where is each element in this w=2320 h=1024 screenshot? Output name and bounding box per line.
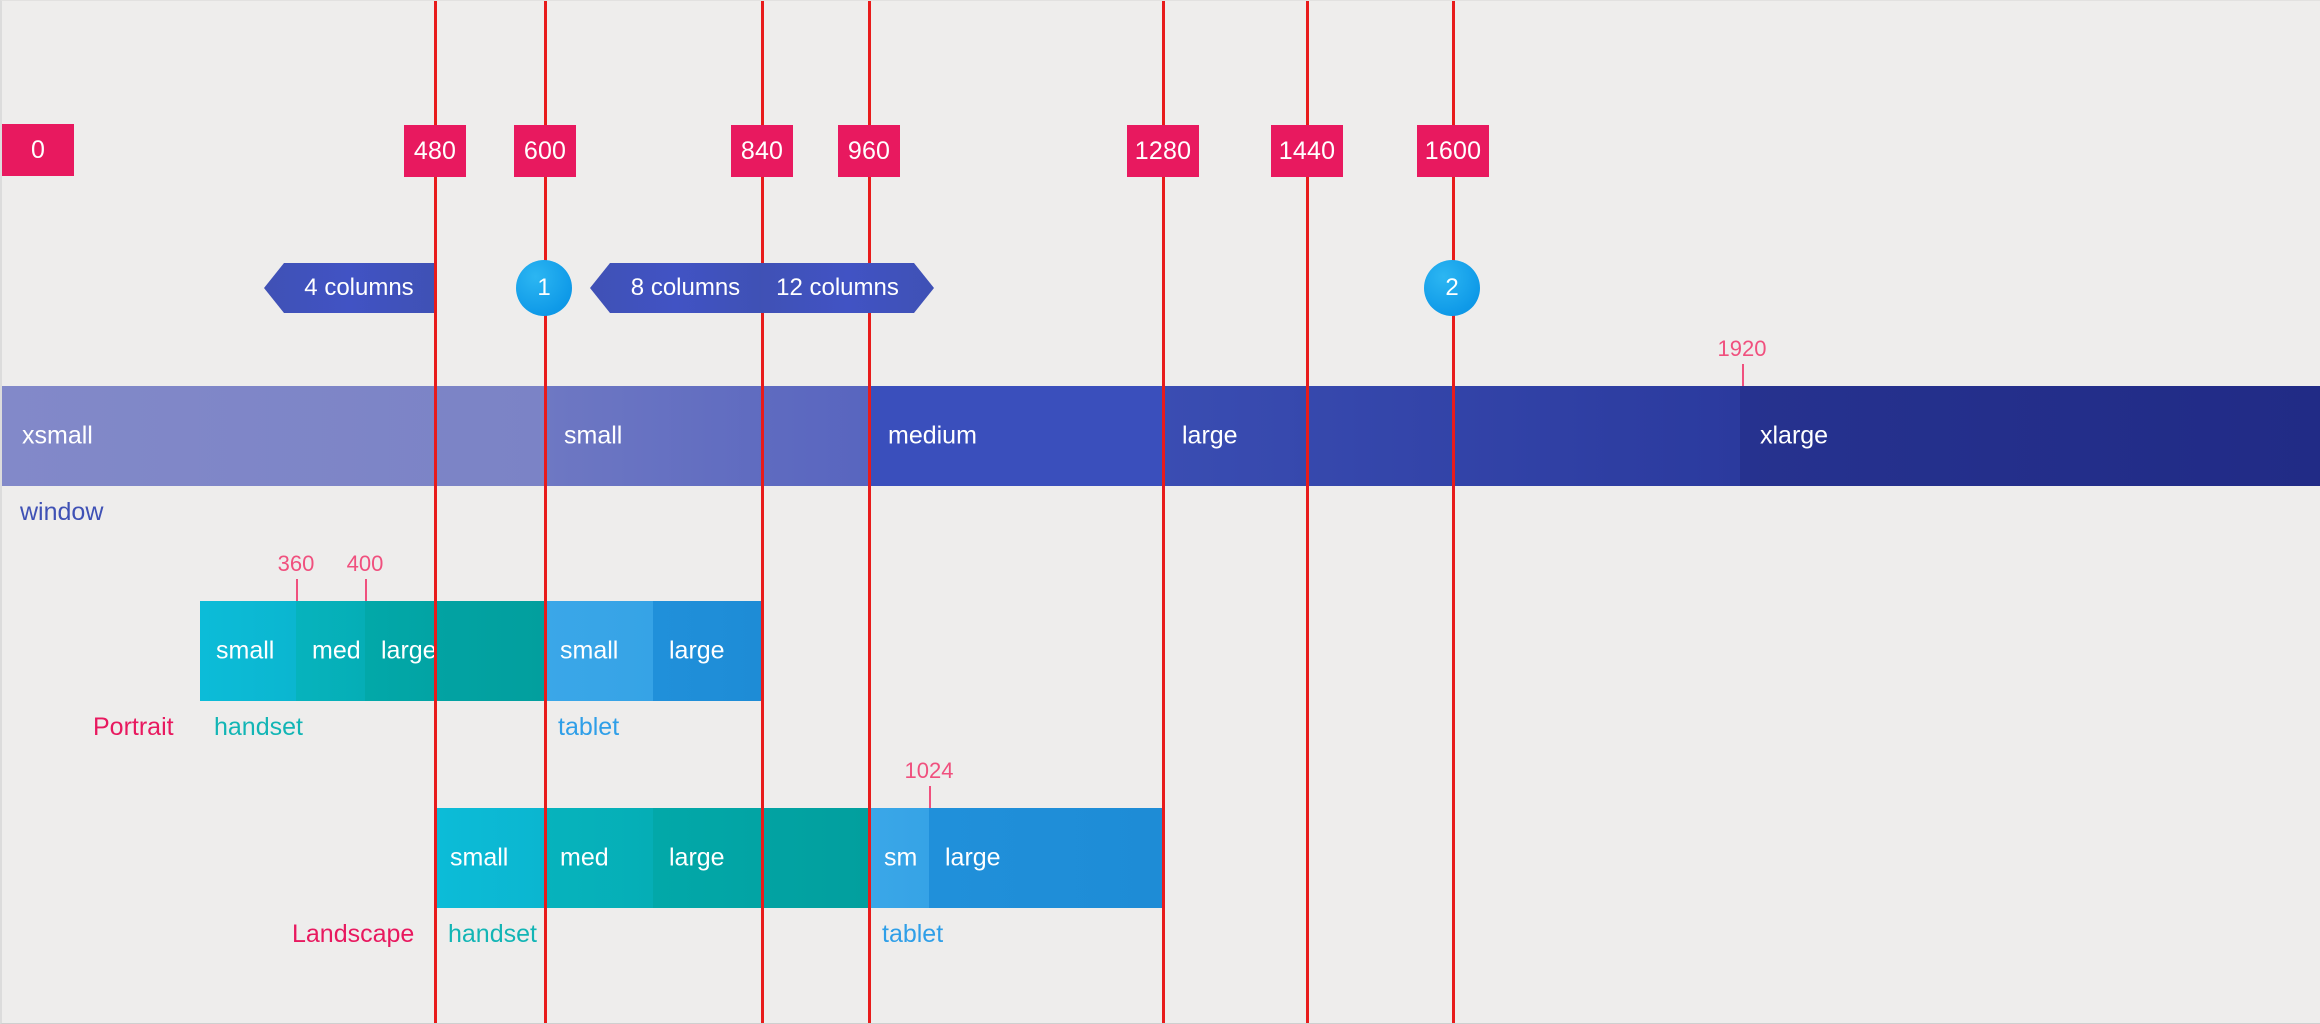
device-segment-label: small [560,636,619,665]
column-badge-1[interactable]: 1 [516,260,572,316]
tick-label: 400 [346,551,384,576]
device-segment-med: med [544,808,653,908]
column-chip-label: 12 columns [776,274,899,301]
column-chip-8-columns[interactable]: 8 columns [590,263,761,313]
device-segment-large: large [653,808,761,908]
device-segment-label: small [450,843,509,872]
column-chip-4-columns[interactable]: 4 columns [264,263,434,313]
window-segment-small: small [544,386,868,486]
device-segment-label: med [312,636,361,665]
breakpoint-flag-0: 0 [2,124,74,176]
breakpoint-flag-600: 600 [514,125,576,177]
window-segment-label: large [1182,421,1238,450]
window-segment-label: small [564,421,623,450]
tick-line [929,786,931,808]
breakpoint-rule-1280 [1162,1,1165,1023]
device-segment-label: small [216,636,275,665]
device-segment-large: large [365,601,437,701]
breakpoint-rule-1600 [1452,1,1455,1023]
breakpoint-flag-960: 960 [838,125,900,177]
device-segment-label: large [669,636,725,665]
breakpoint-flag-1280: 1280 [1127,125,1199,177]
column-chip-12-columns[interactable]: 12 columns [761,263,934,313]
breakpoint-rule-1440 [1306,1,1309,1023]
column-chip-label: 4 columns [304,274,414,301]
device-bar-handset: small med large [200,601,544,701]
tick-label: 1920 [1717,336,1767,361]
device-segment-label: large [669,843,725,872]
window-caption: window [20,498,104,526]
window-segment-xlarge: xlarge [1740,386,2320,486]
breakpoint-flag-1600: 1600 [1417,125,1489,177]
breakpoint-rule-600 [544,1,547,1023]
device-segment-label: sm [884,843,918,872]
device-segment-label: large [381,636,437,665]
window-segment-large: large [1162,386,1740,486]
breakpoint-flag-480: 480 [404,125,466,177]
tick-1024: 1024 [889,758,969,808]
window-segment-xsmall: xsmall [2,386,544,486]
tick-360: 360 [256,551,336,601]
device-segment [761,808,868,908]
window-segment-label: medium [888,421,977,450]
device-segment-small: small [434,808,544,908]
device-segment-label: large [945,843,1001,872]
device-segment-sm: sm [868,808,929,908]
portrait-orientation-label: Portrait [93,713,174,741]
device-segment [434,601,544,701]
tick-400: 400 [325,551,405,601]
tick-line [365,579,367,601]
device-caption-handset: handset [214,713,303,741]
landscape-orientation-label: Landscape [292,920,415,948]
column-badge-2[interactable]: 2 [1424,260,1480,316]
device-segment-small: small [544,601,653,701]
breakpoint-rule-480 [434,1,437,1023]
device-bar-tablet: small large [544,601,761,701]
breakpoint-rule-840 [761,1,764,1023]
column-chip-label: 8 columns [630,274,741,301]
device-caption-tablet: tablet [558,713,620,741]
window-segment-label: xlarge [1760,421,1829,450]
tick-label: 360 [277,551,315,576]
tick-line [296,579,298,601]
device-segment-med: med [296,601,365,701]
tick-label: 1024 [904,758,954,783]
window-segment-medium: medium [868,386,1162,486]
device-segment-small: small [200,601,296,701]
breakpoint-rule-960 [868,1,871,1023]
device-segment-large: large [653,601,761,701]
breakpoint-flag-1440: 1440 [1271,125,1343,177]
breakpoint-flag-840: 840 [731,125,793,177]
device-caption-tablet: tablet [882,920,944,948]
device-caption-handset: handset [448,920,537,948]
window-size-band: xsmall small medium large xlarge [2,386,2320,486]
device-segment-label: med [560,843,609,872]
device-segment-large: large [929,808,1162,908]
window-segment-label: xsmall [22,421,93,450]
tick-line [1742,364,1744,386]
tick-1920: 1920 [1702,336,1782,386]
device-bar-handset: small med large [434,808,868,908]
